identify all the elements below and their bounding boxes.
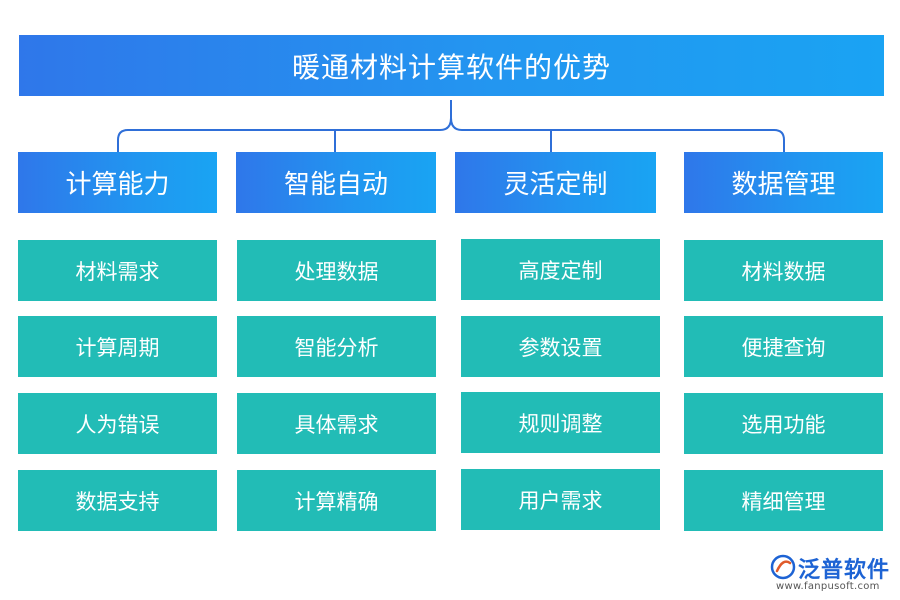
item-box: 参数设置 bbox=[461, 316, 660, 377]
item-box: 规则调整 bbox=[461, 392, 660, 453]
item-box: 数据支持 bbox=[18, 470, 217, 531]
item-box: 用户需求 bbox=[461, 469, 660, 530]
brand-url: www.fanpusoft.com bbox=[776, 581, 880, 592]
item-box: 精细管理 bbox=[684, 470, 883, 531]
category-header-data-management: 数据管理 bbox=[684, 152, 883, 213]
diagram-title: 暖通材料计算软件的优势 bbox=[19, 35, 884, 96]
item-box: 便捷查询 bbox=[684, 316, 883, 377]
item-box: 智能分析 bbox=[237, 316, 436, 377]
category-header-customization: 灵活定制 bbox=[455, 152, 656, 213]
fanpu-logo-icon bbox=[770, 554, 796, 580]
brand-name: 泛普软件 bbox=[798, 558, 891, 583]
item-box: 材料需求 bbox=[18, 240, 217, 301]
item-box: 计算精确 bbox=[237, 470, 436, 531]
brand-logo: 泛普软件 www.fanpusoft.com bbox=[770, 554, 895, 596]
item-box: 材料数据 bbox=[684, 240, 883, 301]
item-box: 具体需求 bbox=[237, 393, 436, 454]
item-box: 人为错误 bbox=[18, 393, 217, 454]
item-box: 选用功能 bbox=[684, 393, 883, 454]
item-box: 高度定制 bbox=[461, 239, 660, 300]
item-box: 计算周期 bbox=[18, 316, 217, 377]
category-header-automation: 智能自动 bbox=[236, 152, 436, 213]
item-box: 处理数据 bbox=[237, 240, 436, 301]
category-header-computing: 计算能力 bbox=[18, 152, 217, 213]
